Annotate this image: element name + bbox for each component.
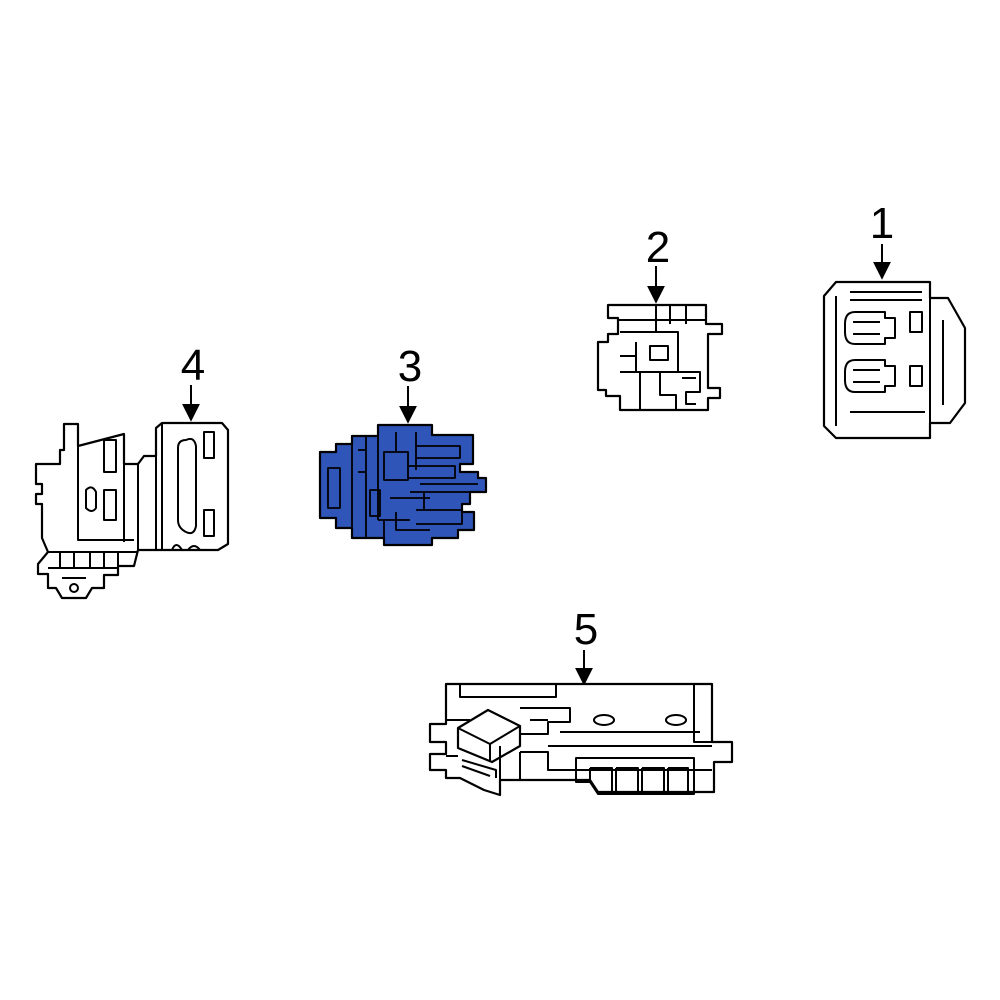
part-1-label: 1	[870, 199, 894, 248]
part-1[interactable]: 1	[822, 199, 967, 440]
part-2-label: 2	[646, 223, 670, 272]
part-5-label: 5	[574, 605, 598, 654]
part-2[interactable]: 2	[596, 223, 724, 412]
part-5[interactable]: 5	[428, 605, 734, 797]
part-3[interactable]: 3	[318, 342, 488, 547]
part-4-label: 4	[181, 341, 205, 390]
part-4[interactable]: 4	[34, 341, 230, 600]
part-3-label: 3	[398, 342, 422, 391]
